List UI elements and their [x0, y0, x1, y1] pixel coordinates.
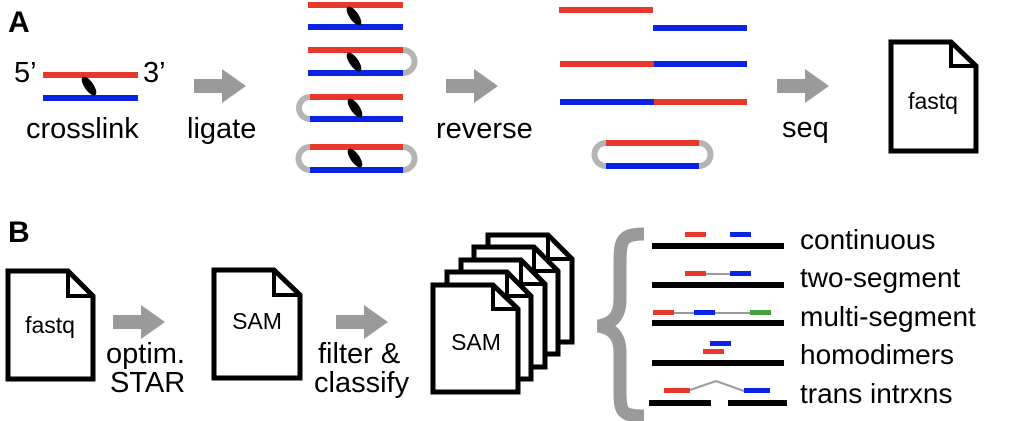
step-seq: seq	[782, 112, 829, 144]
sam-file-icon	[211, 267, 303, 381]
five-prime-label: 5’	[14, 57, 37, 89]
step-star: STAR	[110, 367, 185, 399]
multi-segment-schematic	[652, 310, 784, 326]
output-file-label: fastq	[908, 88, 958, 114]
sam-stack-label: SAM	[451, 329, 501, 355]
fastq-file-icon	[888, 39, 979, 154]
arrow-icon	[336, 305, 388, 339]
step-ligate: ligate	[187, 113, 256, 145]
category-continuous: continuous	[800, 224, 935, 255]
crosslink-icon	[346, 6, 362, 26]
homodimers-schematic	[652, 341, 784, 366]
three-prime-label: 3’	[143, 57, 166, 89]
rna-strand-blue	[43, 95, 138, 101]
input-file-label: fastq	[25, 312, 75, 338]
crosslink-icon	[347, 98, 363, 118]
arrow-icon	[777, 69, 829, 103]
fastq-file-icon	[5, 268, 96, 382]
step-reverse: reverse	[436, 113, 533, 145]
panel-b-label: B	[8, 216, 30, 249]
classification-list: continuous two-segment multi-segment hom…	[649, 224, 976, 409]
step-filter: filter &	[318, 338, 400, 370]
step-optim: optim.	[106, 338, 185, 370]
reversed-products	[559, 7, 747, 169]
arrow-icon	[194, 69, 246, 103]
crosslinked-duplex: 5’ 3’	[14, 57, 166, 101]
two-segment-schematic	[652, 271, 784, 288]
category-trans-intrxns: trans intrxns	[800, 378, 953, 409]
step-crosslink: crosslink	[26, 113, 139, 145]
step-classify: classify	[314, 367, 410, 399]
ligation-products	[295, 2, 418, 173]
trans-interactions-schematic	[649, 379, 787, 406]
category-multi-segment: multi-segment	[800, 301, 976, 332]
sam-file-stack-icon	[430, 232, 575, 395]
continuous-schematic	[652, 232, 784, 249]
brace-icon	[596, 227, 645, 421]
panel-a-label: A	[8, 6, 30, 39]
ligation-loop	[296, 94, 311, 122]
ligation-loop	[402, 47, 418, 76]
rna-strand-red	[43, 72, 138, 78]
category-two-segment: two-segment	[800, 262, 961, 293]
crosslink-icon	[81, 76, 97, 96]
crosslink-icon	[347, 148, 363, 168]
category-homodimers: homodimers	[800, 339, 954, 370]
arrow-icon	[113, 305, 165, 339]
sam-file-label: SAM	[232, 308, 282, 334]
arrow-icon	[446, 69, 498, 103]
crosslink-icon	[346, 52, 362, 72]
